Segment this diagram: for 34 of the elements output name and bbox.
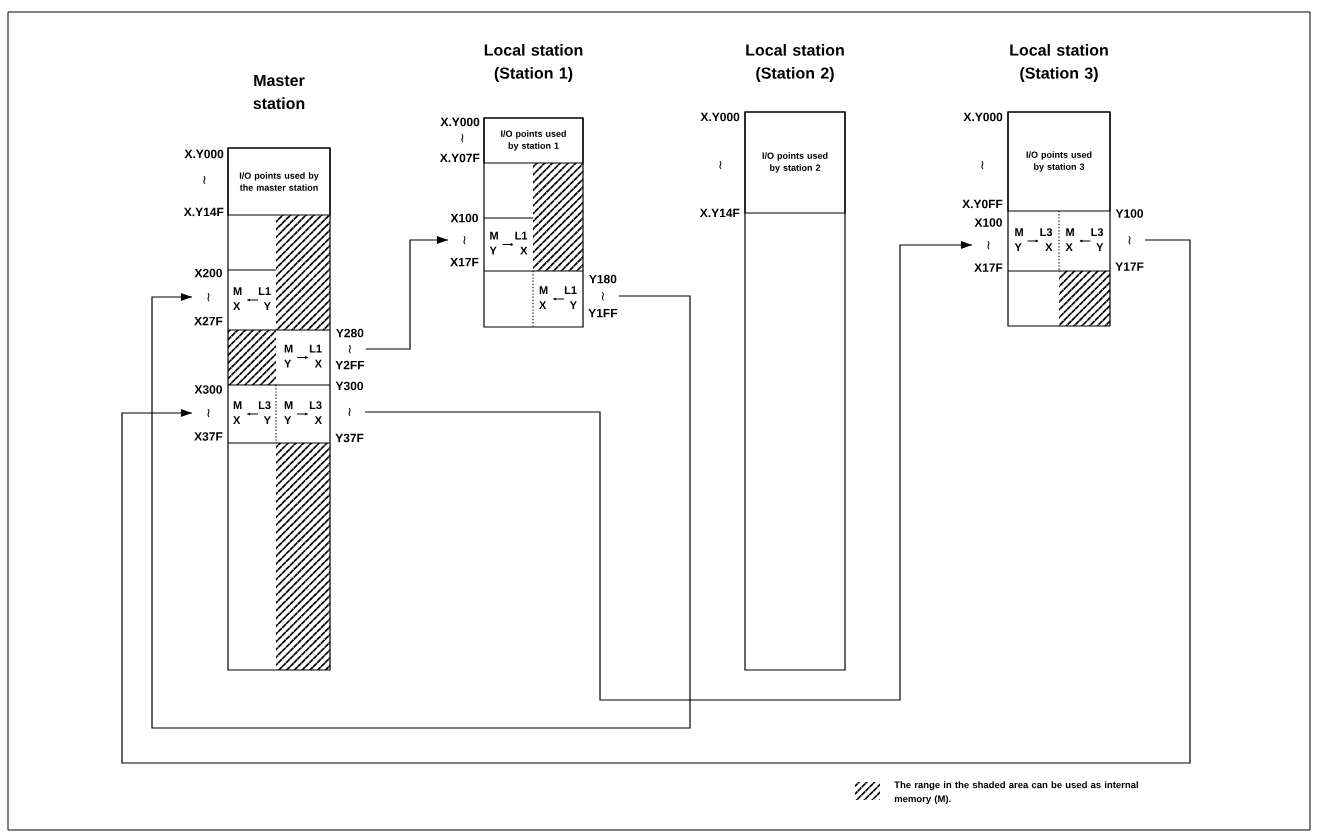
connector-arrow bbox=[365, 236, 449, 350]
transfer-cell: M L3 X Y bbox=[233, 401, 271, 424]
range-mark: ≀ bbox=[981, 160, 984, 170]
range-mark: ≀ bbox=[461, 133, 464, 143]
address-range-label: Y100 ≀ Y17F bbox=[1115, 209, 1144, 271]
transfer-cell: M L3 Y X bbox=[284, 401, 322, 424]
address-label: X.Y14F bbox=[699, 208, 740, 218]
station-heading: Local station (Station 1) bbox=[484, 44, 583, 82]
connector-arrow bbox=[151, 293, 691, 729]
connector-arrow bbox=[121, 239, 1191, 764]
transfer-cell: M L3 Y X bbox=[1014, 228, 1053, 251]
range-mark: ≀ bbox=[203, 175, 206, 185]
transfer-cell: M L3 X Y bbox=[1065, 228, 1104, 251]
range-mark: ≀ bbox=[719, 160, 722, 170]
connector-arrow bbox=[364, 241, 973, 701]
address-range-label: Y300 ≀ Y37F bbox=[335, 381, 364, 443]
legend-text: The range in the shaded area can be used as internal memory (M). bbox=[894, 781, 1138, 805]
io-points-box: I/O points used by station 1 bbox=[483, 117, 584, 164]
address-range-label: Y180 ≀ Y1FF bbox=[588, 274, 618, 318]
transfer-cell: M L1 Y X bbox=[489, 231, 528, 255]
io-points-box: I/O points used by the master station bbox=[227, 147, 331, 216]
transfer-cell: M L1 X Y bbox=[539, 286, 577, 309]
station-heading: Local station (Station 3) bbox=[1010, 44, 1108, 82]
address-range-label: X100 ≀ X17F bbox=[974, 218, 1003, 272]
station-heading: Local station (Station 2) bbox=[746, 44, 844, 82]
io-points-box: I/O points used by station 2 bbox=[744, 111, 846, 214]
address-range-label: X300 ≀ X37F bbox=[194, 385, 223, 441]
station-heading: Master station bbox=[253, 74, 305, 110]
address-range-label: X100 ≀ X17F bbox=[450, 213, 479, 267]
address-range-label: X200 ≀ X27F bbox=[194, 268, 223, 326]
transfer-cell: M L1 X Y bbox=[233, 287, 271, 310]
transfer-cell: M L1 Y X bbox=[284, 344, 322, 368]
address-range-label: Y280 ≀ Y2FF bbox=[335, 328, 365, 370]
io-points-box: I/O points used by station 3 bbox=[1007, 111, 1111, 212]
